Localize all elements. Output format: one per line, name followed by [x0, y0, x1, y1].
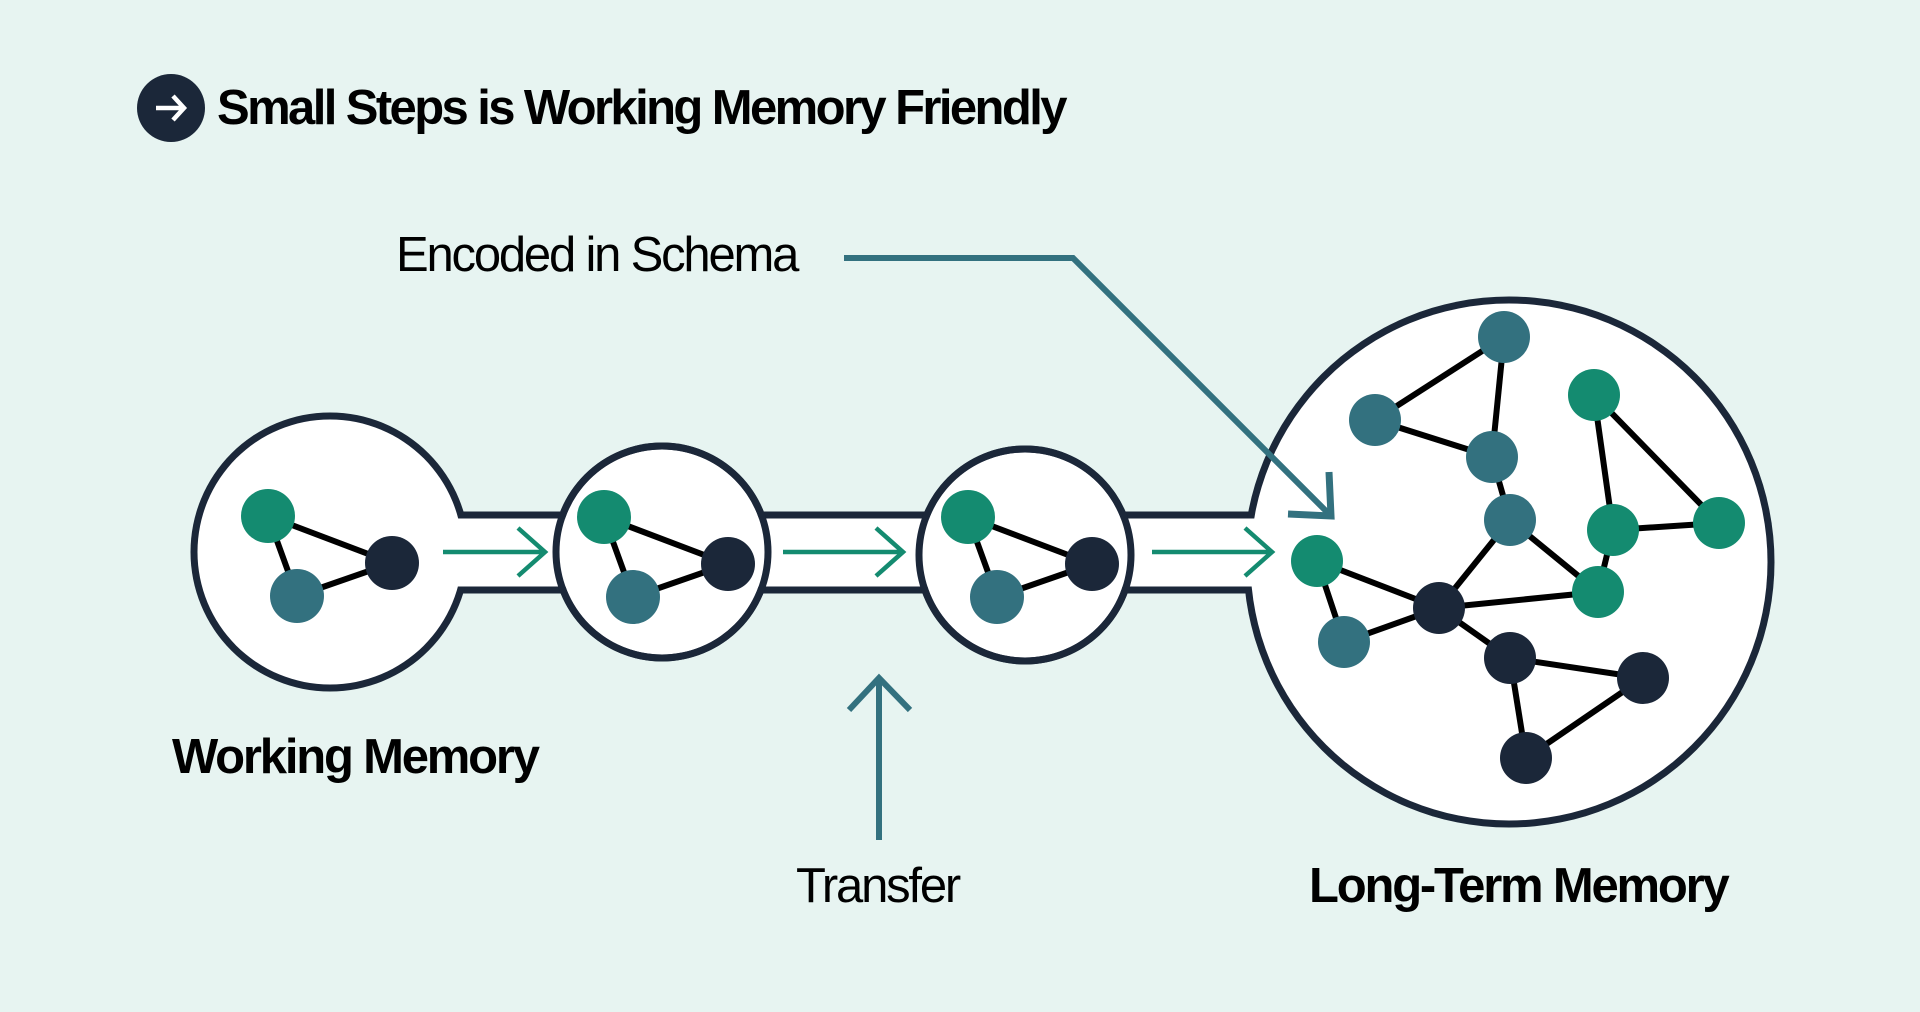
step-2-node-teal: [606, 570, 660, 624]
working-memory-label: Working Memory: [172, 730, 540, 784]
flow-arrow-1: [443, 526, 549, 578]
long-term-memory-node-dark: [1484, 632, 1536, 684]
long-term-memory-node-teal: [1318, 616, 1370, 668]
step-2-circle-outline: [552, 442, 772, 662]
annotation-arrows: [844, 255, 1335, 840]
long-term-memory-node-teal: [1349, 394, 1401, 446]
working-memory-circle: [197, 419, 463, 685]
step-3-circle-outline: [915, 445, 1135, 665]
flow-arrows: [443, 526, 1276, 578]
flow-arrow-3: [1152, 526, 1276, 578]
working-memory-node-teal: [270, 569, 324, 623]
long-term-memory-node-green: [1693, 497, 1745, 549]
step-3-node-dark: [1065, 537, 1119, 591]
arrow-right-icon: [137, 74, 205, 142]
transfer-label: Transfer: [796, 859, 961, 913]
long-term-memory-node-green: [1291, 535, 1343, 587]
long-term-memory-label: Long-Term Memory: [1309, 859, 1730, 913]
step-2-node-dark: [701, 537, 755, 591]
title-text: Small Steps is Working Memory Friendly: [217, 80, 1067, 135]
long-term-memory-edge: [1438, 589, 1599, 611]
long-term-memory-node-green: [1568, 369, 1620, 421]
long-term-memory-node-dark: [1617, 652, 1669, 704]
encoded-arrowhead: [1287, 471, 1335, 520]
encoded-leader-line: [844, 255, 1334, 519]
transfer-arrow: [846, 673, 913, 840]
long-term-memory-node-green: [1572, 566, 1624, 618]
long-term-memory-node-green: [1587, 504, 1639, 556]
step-2-node-green: [577, 490, 631, 544]
flow-arrow-2: [783, 526, 907, 578]
long-term-memory-node-teal: [1484, 494, 1536, 546]
long-term-memory-node-dark: [1500, 732, 1552, 784]
encoded-in-schema-label: Encoded in Schema: [396, 228, 799, 282]
step-3-node-green: [941, 490, 995, 544]
long-term-memory-edge: [1591, 392, 1722, 526]
step-3-node-teal: [970, 570, 1024, 624]
working-memory-node-green: [241, 489, 295, 543]
graph-nodes: [241, 311, 1745, 784]
working-memory-node-dark: [365, 536, 419, 590]
long-term-memory-node-teal: [1466, 431, 1518, 483]
long-term-memory-node-teal: [1478, 311, 1530, 363]
page-title: Small Steps is Working Memory Friendly: [137, 74, 1067, 142]
long-term-memory-node-dark: [1413, 582, 1465, 634]
